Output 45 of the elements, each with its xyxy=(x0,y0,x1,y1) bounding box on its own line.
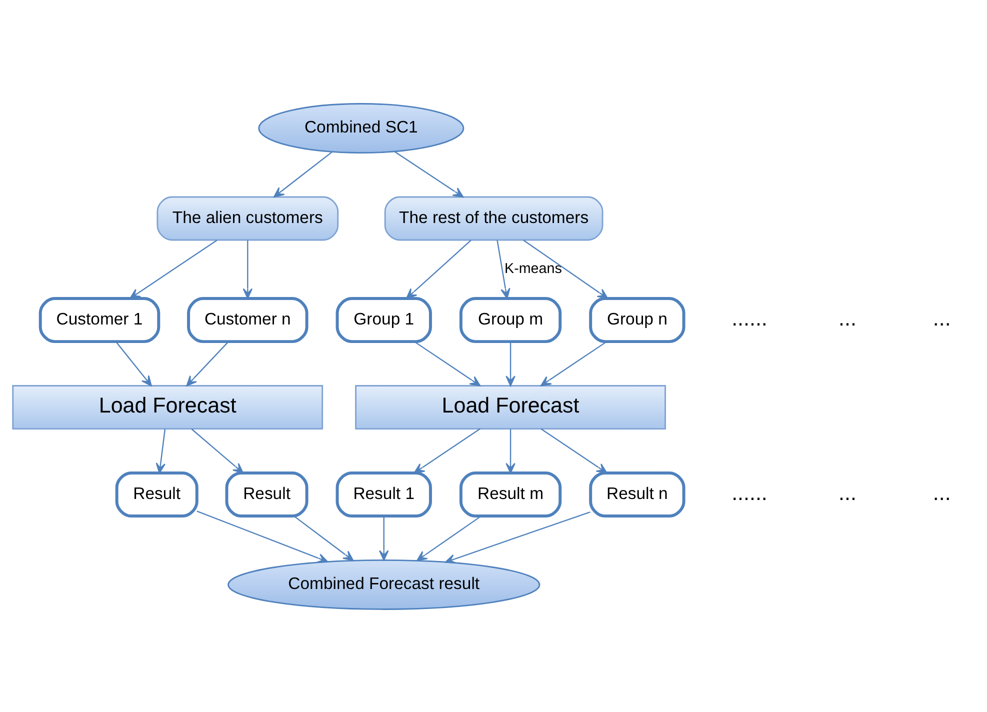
node-box: The rest of the customers xyxy=(384,196,604,240)
label: ... xyxy=(838,480,856,504)
node-box: Customer 1 xyxy=(38,296,160,343)
arrow xyxy=(416,515,482,561)
node-box: Load Forecast xyxy=(12,384,324,429)
arrow xyxy=(378,516,389,560)
arrow xyxy=(414,428,481,473)
label: ... xyxy=(932,306,951,330)
arrow xyxy=(540,428,608,473)
node-ellipse: Combined SC1 xyxy=(258,102,464,153)
arrow xyxy=(116,340,152,386)
node-box: Customer n xyxy=(187,296,308,343)
node-box: Result 1 xyxy=(336,471,432,517)
arrow xyxy=(406,239,472,298)
arrow xyxy=(444,510,590,564)
node-box: The alien customers xyxy=(156,196,339,240)
edge-label: K-means xyxy=(504,260,562,276)
node-box: Result xyxy=(115,471,198,517)
arrow xyxy=(294,515,354,561)
label: ...... xyxy=(732,480,768,504)
arrow xyxy=(196,510,328,562)
arrow xyxy=(414,340,481,386)
node-box: Result n xyxy=(589,471,686,517)
arrow xyxy=(540,340,608,386)
arrow xyxy=(394,150,464,198)
arrow xyxy=(130,239,218,298)
arrow xyxy=(506,341,516,386)
arrow xyxy=(186,340,229,386)
node-box: Group 1 xyxy=(336,296,432,343)
arrow xyxy=(506,428,516,474)
arrow xyxy=(273,151,332,197)
label: ...... xyxy=(732,306,768,330)
arrow xyxy=(523,239,608,298)
node-box: Group n xyxy=(589,296,686,343)
arrow xyxy=(191,428,244,474)
node-box: Group m xyxy=(459,296,562,343)
node-ellipse: Combined Forecast result xyxy=(228,559,540,610)
node-box: Result xyxy=(225,471,308,517)
node-box: Result m xyxy=(459,471,562,517)
label: ... xyxy=(932,480,951,504)
node-box: Load Forecast xyxy=(355,384,666,429)
label: ... xyxy=(838,306,856,330)
arrow xyxy=(496,240,510,298)
arrow xyxy=(242,240,253,298)
arrow xyxy=(156,428,166,474)
